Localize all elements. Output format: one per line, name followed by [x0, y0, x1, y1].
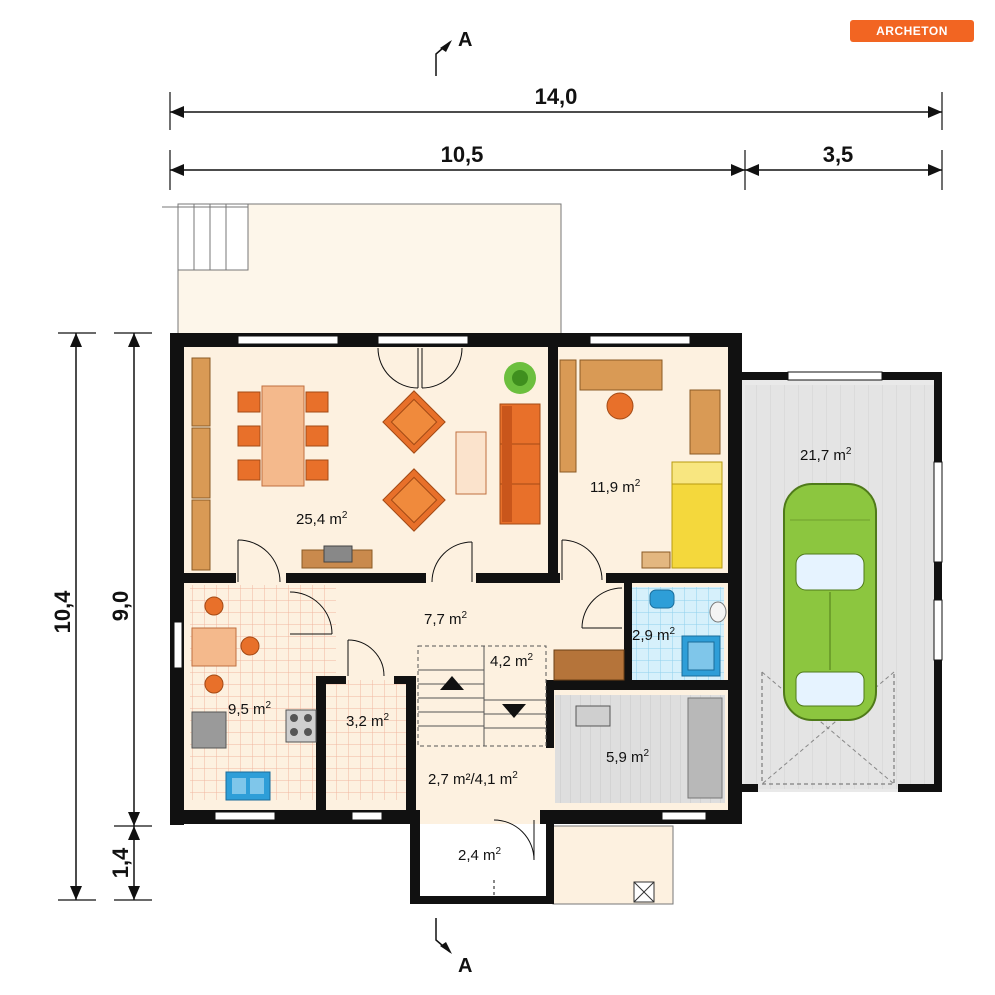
- dim-total-width-label: 14,0: [535, 84, 578, 109]
- room-area-boiler: 5,9 m2: [606, 748, 650, 766]
- hall-wardrobe: [553, 649, 625, 681]
- room-labels: 25,4 m2 11,9 m2 21,7 m2 7,7 m2 2,9 m2 4,…: [228, 446, 852, 864]
- staircase-steps: [417, 645, 547, 747]
- dim-main-depth-label: 9,0: [108, 591, 133, 622]
- dim-main-width-label: 10,5: [441, 142, 484, 167]
- sofa: [499, 403, 541, 525]
- dim-total-depth-label: 10,4: [50, 590, 75, 634]
- dimension-total-depth: 10,4: [50, 332, 96, 901]
- dimension-main-depth: 9,0 1,4: [108, 332, 152, 901]
- room-area-garage: 21,7 m2: [800, 446, 852, 464]
- bathroom-fixtures: [649, 589, 727, 677]
- dining-table: [237, 385, 329, 487]
- armchair-top: [382, 390, 446, 454]
- room-area-bedroom: 11,9 m2: [590, 478, 641, 496]
- coffee-table: [455, 431, 487, 495]
- car-icon: [761, 483, 895, 785]
- dimension-main-width: 10,5 3,5: [169, 142, 943, 190]
- logo-text: ARCHETON: [876, 24, 948, 38]
- entry-porch: [552, 825, 674, 905]
- room-area-pantry: 3,2 m2: [346, 712, 390, 730]
- plant-icon: [504, 362, 536, 394]
- room-area-bathroom: 2,9 m2: [632, 626, 676, 644]
- boiler-fixtures: [575, 697, 723, 799]
- archeton-logo: ARCHETON: [850, 20, 974, 42]
- room-area-living: 25,4 m2: [296, 510, 348, 528]
- section-mark-bottom: A: [435, 918, 472, 977]
- tv-stand: [301, 545, 373, 569]
- section-label-bottom: A: [458, 955, 472, 977]
- section-label-top: A: [458, 29, 472, 51]
- room-area-vestibule: 2,4 m2: [458, 846, 502, 864]
- dim-garage-width-label: 3,5: [823, 142, 854, 167]
- dimension-total-width: 14,0: [169, 84, 943, 130]
- section-mark-top: A: [435, 29, 472, 76]
- room-area-hall: 7,7 m2: [424, 610, 468, 628]
- bedroom-furniture: [559, 359, 723, 569]
- walls: [170, 333, 943, 904]
- room-area-staircase: 2,7 m²/4,1 m2: [428, 770, 518, 788]
- room-area-kitchen: 9,5 m2: [228, 700, 272, 718]
- wall-cabinets-living: [191, 357, 211, 571]
- kitchen-fixtures: [191, 596, 317, 801]
- terrace: [162, 203, 562, 337]
- dim-porch-depth-label: 1,4: [108, 847, 133, 878]
- armchair-bottom: [382, 468, 446, 532]
- room-area-stair-landing: 4,2 m2: [490, 652, 534, 670]
- doors: [237, 347, 623, 896]
